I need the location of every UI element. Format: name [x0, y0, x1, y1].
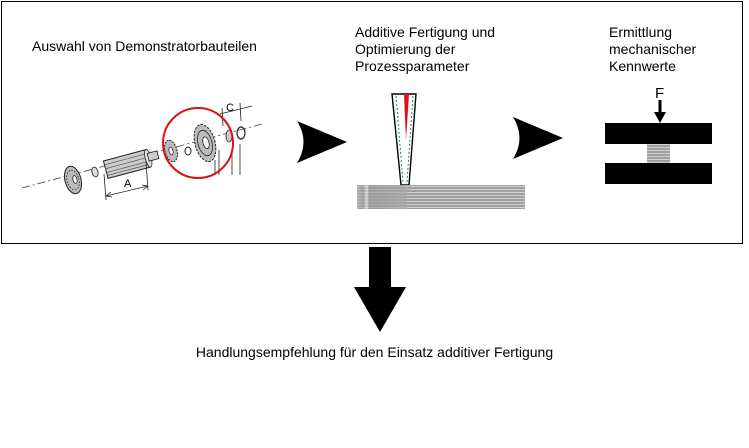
additive-nozzle-illustration: [357, 93, 525, 209]
gear-small-icon: [63, 165, 83, 195]
highlight-circle: [162, 107, 234, 179]
nozzle-outline: [391, 93, 417, 186]
gear-large-icon: [193, 123, 217, 163]
process-arrow-1: [297, 121, 347, 163]
test-specimen: [647, 144, 670, 163]
ring-icon: [184, 146, 192, 156]
process-frame: [1, 1, 743, 244]
gear-assembly-illustration: A C: [21, 102, 263, 201]
collar-icon: [91, 166, 99, 178]
dimension-a-label: A: [124, 178, 132, 190]
step-2-label: Additive Fertigung und Optimierung der P…: [355, 24, 496, 74]
step-1-label: Auswahl von Demonstratorbauteilen: [32, 38, 257, 54]
upper-block: [605, 123, 712, 144]
step-3-label: Ermittlung mechanischer Kennwerte: [609, 24, 697, 74]
tensile-test-illustration: F: [605, 85, 712, 184]
process-arrow-2: [513, 117, 563, 159]
nozzle-core: [404, 94, 409, 140]
force-label: F: [655, 85, 664, 102]
dimension-a: [103, 161, 149, 201]
washer-ring-icon: [236, 126, 246, 140]
lower-block: [605, 163, 712, 184]
gear-medium-icon: [164, 139, 178, 163]
dimension-c-label: C: [226, 102, 234, 114]
result-arrow: [354, 247, 406, 332]
dimension-c: [214, 102, 253, 175]
sleeve-icon: [146, 150, 160, 162]
result-label: Handlungsempfehlung für den Einsatz addi…: [195, 344, 554, 360]
force-arrow-head: [654, 112, 666, 123]
